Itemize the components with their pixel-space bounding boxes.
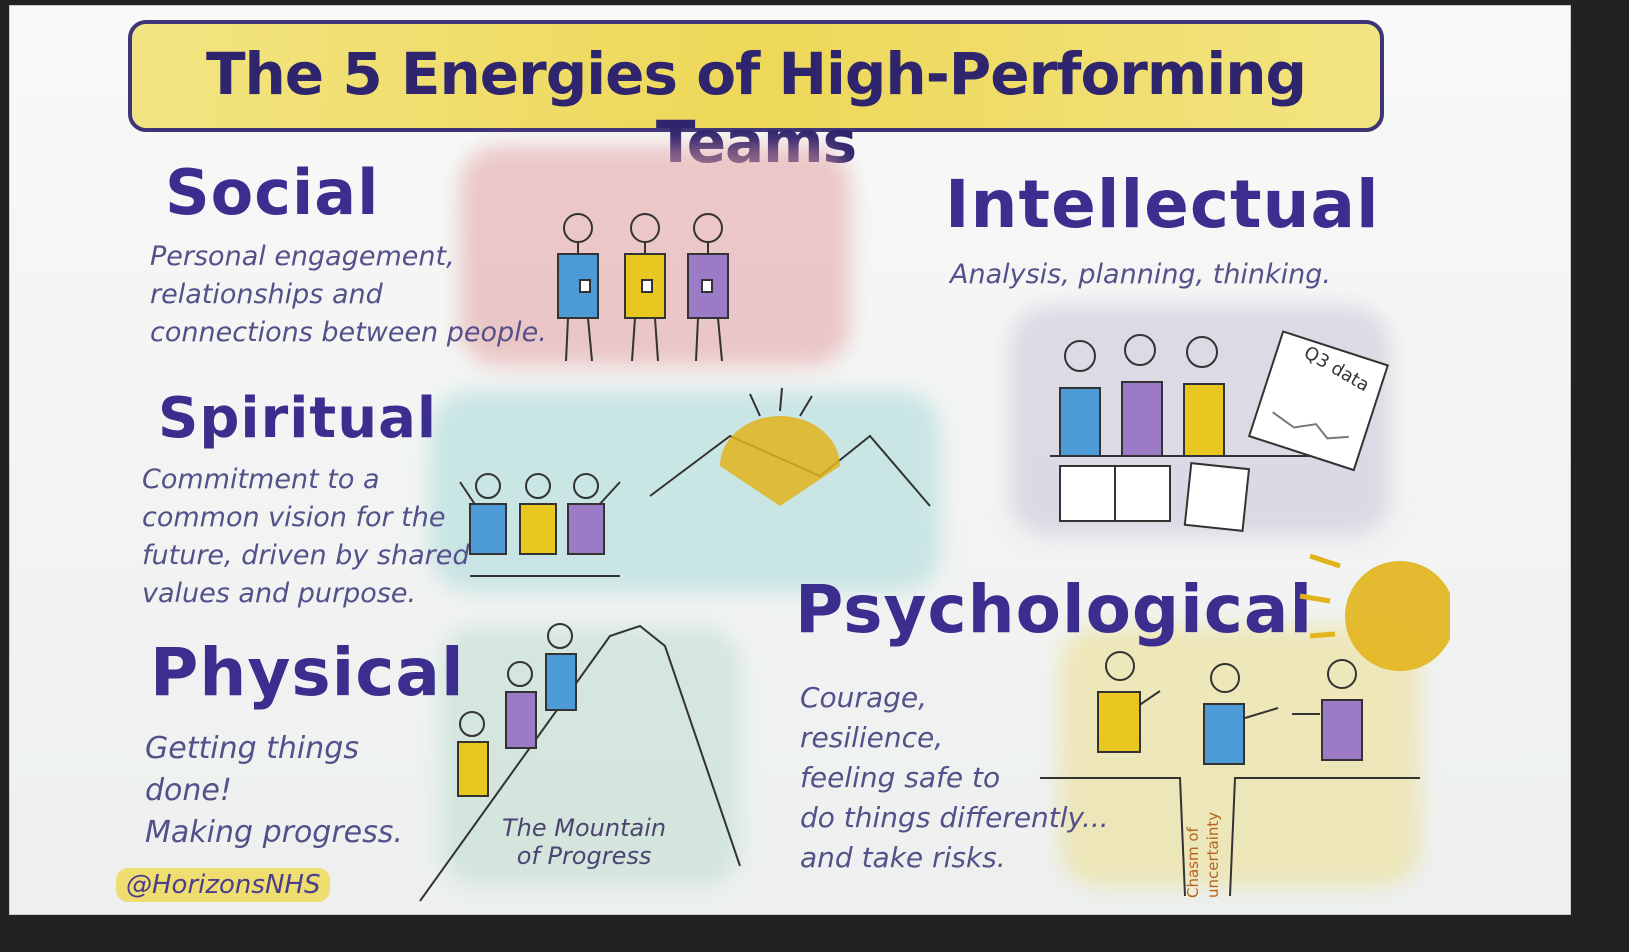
mountain-of-progress-illustration bbox=[419, 623, 741, 902]
psychological-line-1: Courage, bbox=[800, 681, 927, 714]
social-line-2: relationships and bbox=[150, 279, 383, 310]
social-people-illustration bbox=[557, 213, 729, 362]
chasm-label-line-1: Chasm of bbox=[1184, 826, 1202, 898]
intellectual-description: Analysis, planning, thinking. bbox=[950, 256, 1331, 294]
title-banner: The 5 Energies of High-Performing Teams bbox=[128, 20, 1384, 176]
intellectual-line-1: Analysis, planning, thinking. bbox=[950, 259, 1332, 290]
spiritual-line-2: common vision for the bbox=[142, 502, 446, 533]
physical-line-3: Making progress. bbox=[145, 815, 403, 850]
twitter-handle: @HorizonsNHS bbox=[116, 868, 331, 902]
intellectual-illustration: Q3 data bbox=[1050, 330, 1390, 532]
social-line-1: Personal engagement, bbox=[150, 241, 455, 272]
psychological-line-3: feeling safe to bbox=[800, 761, 1001, 794]
social-line-3: connections between people. bbox=[150, 317, 547, 348]
psychological-line-5: and take risks. bbox=[800, 841, 1006, 874]
psychological-line-4: do things differently... bbox=[800, 801, 1109, 834]
mountain-label-line-2: of Progress bbox=[516, 842, 652, 870]
psychological-line-2: resilience, bbox=[800, 721, 944, 754]
physical-line-2: done! bbox=[145, 773, 232, 808]
spiritual-illustration bbox=[459, 387, 931, 577]
physical-wash bbox=[440, 626, 740, 886]
spiritual-line-1: Commitment to a bbox=[142, 464, 380, 495]
mountain-label: The Mountain of Progress bbox=[502, 814, 666, 870]
sketchnote-board: The 5 Energies of High-Performing Teams … bbox=[10, 6, 1570, 914]
page-title: The 5 Energies of High-Performing Teams bbox=[205, 40, 1307, 176]
physical-line-1: Getting things bbox=[145, 731, 359, 766]
mountain-label-line-1: The Mountain bbox=[502, 814, 667, 842]
intellectual-heading: Intellectual bbox=[945, 166, 1380, 243]
physical-heading: Physical bbox=[150, 634, 465, 711]
psychological-description: Courage, resilience, feeling safe to do … bbox=[800, 678, 1109, 878]
social-description: Personal engagement, relationships and c… bbox=[150, 238, 547, 352]
psychological-heading: Psychological bbox=[795, 571, 1314, 648]
spiritual-line-3: future, driven by shared bbox=[142, 540, 470, 571]
chasm-label-line-2: uncertainty bbox=[1204, 812, 1222, 898]
spiritual-heading: Spiritual bbox=[158, 386, 438, 451]
spiritual-description: Commitment to a common vision for the fu… bbox=[142, 461, 470, 613]
physical-description: Getting things done! Making progress. bbox=[145, 728, 403, 854]
chasm-illustration: Chasm of uncertainty bbox=[1040, 553, 1450, 898]
spiritual-line-4: values and purpose. bbox=[142, 578, 417, 609]
social-heading: Social bbox=[165, 156, 380, 229]
spiritual-wash bbox=[430, 391, 940, 591]
